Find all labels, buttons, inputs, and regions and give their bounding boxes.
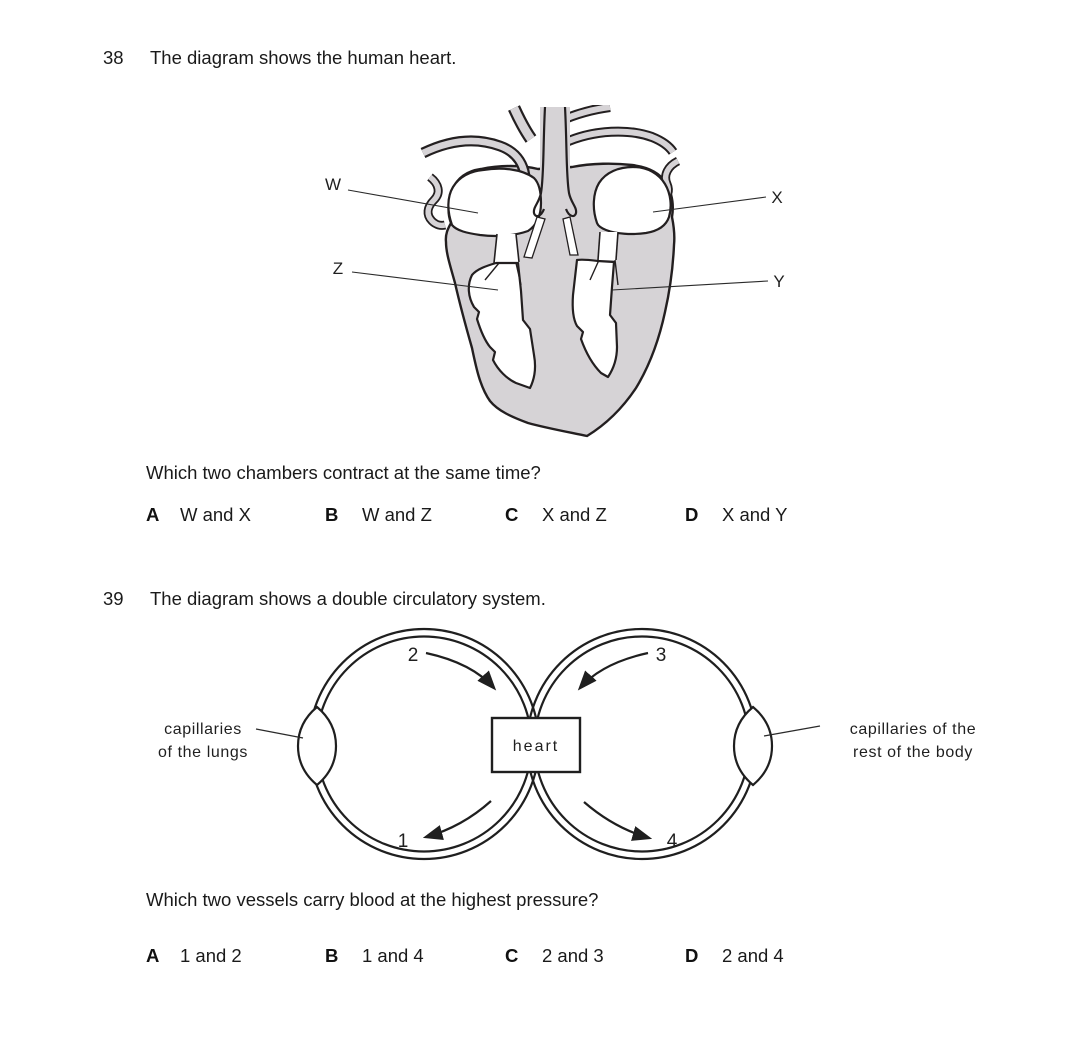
q39-option-c-letter: C: [505, 945, 519, 966]
question-39-prompt: Which two vessels carry blood at the hig…: [146, 889, 599, 910]
q38-option-d-text: X and Y: [722, 504, 788, 525]
question-39-number: 39: [103, 588, 124, 609]
aorta-walls: [532, 106, 578, 218]
question-38-number: 38: [103, 47, 124, 68]
q38-option-c-letter: C: [505, 504, 519, 525]
question-38-prompt: Which two chambers contract at the same …: [146, 462, 541, 483]
heart-label-w: W: [325, 175, 341, 194]
heart-label-lines: [347, 189, 769, 291]
q38-option-b-letter: B: [325, 504, 339, 525]
body-capillaries-label-line1: capillaries of the: [850, 721, 976, 738]
heart-box: [490, 716, 582, 774]
q39-option-a-text: 1 and 2: [180, 945, 242, 966]
q38-option-a-text: W and X: [180, 504, 251, 525]
q38-option-c-text: X and Z: [542, 504, 607, 525]
question-38-statement: The diagram shows the human heart.: [150, 47, 457, 68]
heart-label-z: Z: [333, 259, 343, 278]
question-39-statement: The diagram shows a double circulatory s…: [150, 588, 546, 609]
heart-label-y: Y: [773, 272, 784, 291]
lungs-capillary-lens: [296, 705, 338, 787]
heart-chambers: [447, 165, 672, 390]
heart-label-x: X: [771, 188, 782, 207]
body-capillary-lens: [732, 705, 774, 787]
circulation-diagram: heart 1 2 3 4 capillaries of the lungs c…: [158, 627, 976, 861]
valve-leaflets: [484, 259, 619, 286]
q38-option-a-letter: A: [146, 504, 160, 525]
q39-option-c-text: 2 and 3: [542, 945, 604, 966]
vessel-number-3: 3: [656, 645, 667, 666]
vessel-number-4: 4: [667, 831, 678, 852]
q38-option-d-letter: D: [685, 504, 699, 525]
q39-option-a-letter: A: [146, 945, 160, 966]
heart-box-label: heart: [513, 738, 559, 755]
lungs-capillaries-label-line1: capillaries: [164, 721, 242, 738]
q39-option-d-text: 2 and 4: [722, 945, 784, 966]
body-capillaries-label-line2: rest of the body: [853, 744, 973, 761]
q39-option-b-text: 1 and 4: [362, 945, 424, 966]
capillary-label-lines: [255, 725, 821, 739]
vessel-number-1: 1: [398, 831, 409, 852]
lungs-capillaries-label-line2: of the lungs: [158, 744, 248, 761]
flow-arrows: [422, 651, 653, 841]
q39-option-d-letter: D: [685, 945, 699, 966]
aorta: [540, 107, 570, 215]
q39-option-b-letter: B: [325, 945, 339, 966]
vessel-number-2: 2: [408, 645, 419, 666]
heart-diagram: W X Z Y: [325, 105, 785, 438]
q38-option-b-text: W and Z: [362, 504, 432, 525]
